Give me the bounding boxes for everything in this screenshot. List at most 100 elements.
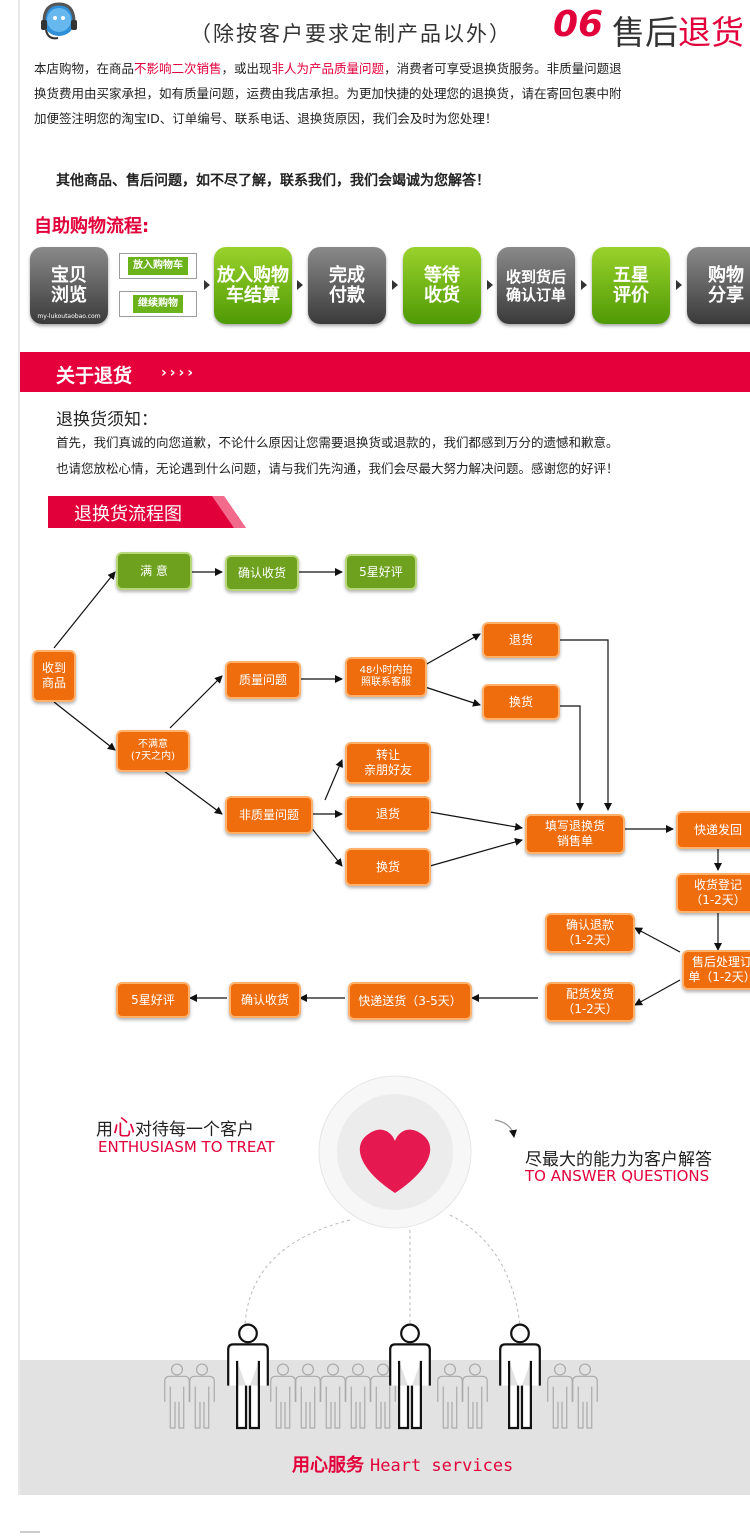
person-icon [572,1363,598,1429]
returns-banner: 关于退货 ›››› [20,352,750,392]
person-icon [345,1363,371,1429]
step-share: 购物分享 [687,247,750,324]
policy-highlight: 不影响二次销售 [134,61,222,76]
section-number: 06 [553,4,604,45]
policy-text: ，或出现 [221,61,272,76]
person-icon-main [499,1323,541,1430]
heart-services-footer: 用心服务 Heart services [292,1451,513,1477]
chevron-icons: ›››› [161,365,197,381]
person-icon [270,1363,296,1429]
flow-receipt-registration: 收货登记 （1-2天） [676,873,750,913]
flow-non-quality-issue: 非质量问题 [225,796,313,834]
flow-dispatch: 配货发货 （1-2天） [545,982,635,1022]
returns-notice-heading: 退换货须知： [56,410,158,430]
step-label: 完成付款 [329,264,365,306]
person-icon [189,1363,215,1429]
left-slogan-zh: 用心对待每一个客户 [96,1110,254,1142]
after-sales-page: （除按客户要求定制产品以外） 06 售后退货 本店购物，在商品不影响二次销售，或… [20,0,750,1495]
process-arrow [392,280,398,290]
person-icon [164,1363,190,1429]
contact-note: 其他商品、售后问题，如不尽了解，联系我们，我们会竭诚为您解答！ [56,173,490,189]
shopping-process-title: 自助购物流程: [34,216,150,237]
people-illustration [164,1323,598,1430]
policy-text: 本店购物，在商品 [34,61,135,76]
flow-confirm-receipt: 确认收货 [225,555,299,591]
flow-return: 退货 [482,622,560,658]
footer-zh: 用心服务 [292,1455,364,1476]
policy-line-3: 加便签注明您的淘宝ID、订单编号、联系电话、退换货原因，我们会及时为您处理！ [34,111,498,126]
add-to-cart-mini-button: 放入购物车 [119,253,197,279]
step-pay: 完成付款 [308,247,386,324]
heart-service-graphic [244,1075,521,1326]
headset-service-icon [41,2,77,40]
left-slogan-en: ENTHUSIASM TO TREAT [98,1138,275,1156]
step-cart-checkout: 放入购物车结算 [214,247,292,324]
mini-label: 继续购物 [133,295,183,313]
policy-text: ，消费者可享受退换货服务。非质量问题退 [384,61,622,76]
flow-exchange: 换货 [482,684,560,720]
flow-fill-return-form: 填写退换货 销售单 [525,814,625,854]
heart-icon [359,1129,431,1193]
step-label: 等待收货 [424,264,460,306]
returns-paragraph-1: 首先，我们真诚的向您道歉，不论什么原因让您需要退换货或退款的，我们都感到万分的遗… [56,435,619,450]
policy-line-2: 换货费用由买家承担，如有质量问题，运费由我店承担。为更加快捷的处理您的退换货，请… [34,86,622,101]
process-arrow [676,280,682,290]
person-icon [462,1363,488,1429]
footer-en: Heart services [370,1456,514,1476]
continue-shopping-mini-button: 继续购物 [119,291,197,317]
flow-five-star-final: 5星好评 [116,982,190,1018]
shop-url: my-lukoutaobao.com [37,313,101,320]
process-arrow [487,280,493,290]
flowchart-title-banner: 退换货流程图 [48,496,246,528]
slogan-text: 对待每一个客户 [135,1120,255,1140]
step-label: 放入购物车结算 [217,264,289,306]
flow-five-star-review: 5星好评 [345,554,417,590]
step-browse: 宝贝浏览 my-lukoutaobao.com [30,247,108,324]
header-note: （除按客户要求定制产品以外） [190,22,512,46]
person-icon-main [227,1323,269,1430]
person-icon [437,1363,463,1429]
flow-unsatisfied: 不满意 (7天之内) [116,730,190,772]
mini-label: 放入购物车 [128,257,188,275]
flow-confirm-receipt-final: 确认收货 [229,982,301,1018]
section-title-part1: 售后 [612,13,678,52]
flow-quality-issue: 质量问题 [225,661,301,699]
bottom-mark [20,1531,40,1533]
flow-return-nonquality: 退货 [345,796,431,832]
banner-shape [48,496,246,528]
slogan-text: 用 [96,1120,113,1140]
step-label: 五星评价 [613,264,649,306]
section-title-part2: 退货 [678,13,744,52]
flow-confirm-refund: 确认退款 （1-2天） [545,913,635,953]
step-confirm-order: 收到货后确认订单 [497,247,575,324]
step-label: 购物分享 [708,264,744,306]
person-icon [547,1363,573,1429]
flow-express-return: 快递发回 [676,811,750,849]
process-arrow [297,280,303,290]
policy-highlight: 非人为产品质量问题 [271,61,385,76]
returns-paragraph-2: 也请您放松心情，无论遇到什么问题，请与我们先沟通，我们会尽最大努力解决问题。感谢… [56,461,619,476]
flowchart-title: 退换货流程图 [74,504,182,525]
step-label: 宝贝浏览 [51,264,87,306]
page-left-border [18,0,20,1495]
slogan-highlight: 心 [113,1116,136,1141]
person-icon [320,1363,346,1429]
person-icon-main [389,1323,431,1430]
right-slogan-zh: 尽最大的能力为客户解答 [525,1150,712,1170]
flowchart-connectors [53,568,722,1006]
flow-exchange-nonquality: 换货 [345,848,431,886]
flow-transfer-friends: 转让 亲朋好友 [345,742,431,784]
policy-line-1: 本店购物，在商品不影响二次销售，或出现非人为产品质量问题，消费者可享受退换货服务… [34,56,622,81]
flow-satisfied: 满 意 [116,552,192,590]
step-await: 等待收货 [403,247,481,324]
flow-after-sales-processing: 售后处理订 单（1-2天） [682,950,750,990]
process-arrow [204,280,210,290]
person-icon [295,1363,321,1429]
flow-express-delivery: 快递送货（3-5天） [348,982,472,1020]
process-arrow [581,280,587,290]
flow-receive-goods: 收到 商品 [32,650,76,702]
person-icon [370,1363,396,1429]
flow-contact-service: 48小时内拍 照联系客服 [345,657,427,697]
right-slogan-en: TO ANSWER QUESTIONS [525,1167,710,1185]
returns-title: 关于退货 [56,365,133,387]
